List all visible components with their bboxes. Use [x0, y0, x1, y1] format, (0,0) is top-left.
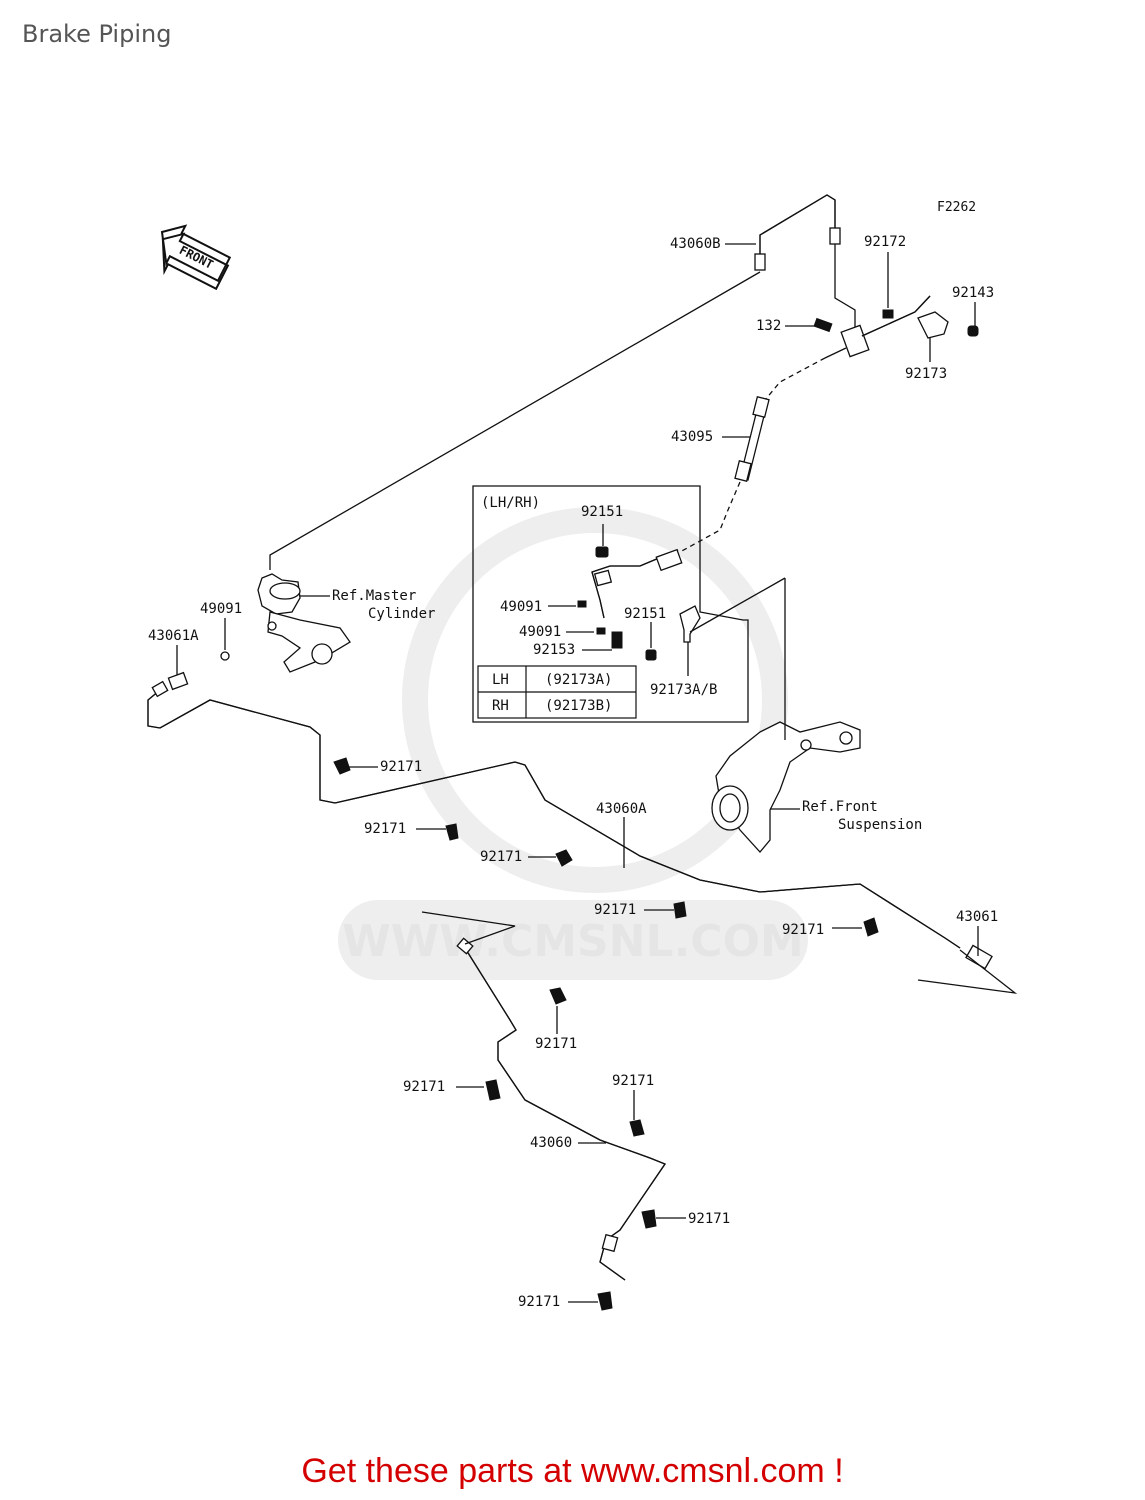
front-suspension-knuckle [711, 721, 861, 853]
label-92171-3: 92171 [480, 849, 522, 865]
label-43060A: 43060A [596, 801, 647, 817]
clip-92171 [445, 823, 459, 841]
label-92171-10: 92171 [518, 1294, 560, 1310]
ref-front-line1: Ref.Front [802, 799, 878, 815]
bolt-92172 [882, 309, 894, 319]
label-92171-2: 92171 [364, 821, 406, 837]
label-92171-5: 92171 [782, 922, 824, 938]
label-49091-main: 49091 [200, 601, 242, 617]
clip-92171 [555, 849, 573, 867]
clip-92171 [333, 757, 351, 775]
t-joint [824, 295, 931, 359]
label-inset-92173AB: 92173A/B [650, 682, 717, 698]
page-title: Brake Piping [22, 20, 172, 48]
clip-92171 [641, 1209, 657, 1229]
inset-lh-rh: (LH/RH) 92151 49091 49091 92153 92173A/B… [472, 485, 749, 723]
brake-piping-diagram: WWW.CMSNL.COM FRONT F2262 43060B 92172 1… [147, 194, 1018, 1311]
master-cylinder [257, 573, 351, 673]
label-92172: 92172 [864, 234, 906, 250]
watermark-text: WWW.CMSNL.COM [342, 916, 804, 967]
clip-92171 [863, 917, 879, 937]
label-inset-92151-a: 92151 [581, 504, 623, 520]
label-inset-92153: 92153 [533, 642, 575, 658]
label-43060: 43060 [530, 1135, 572, 1151]
inset-heading: (LH/RH) [481, 495, 540, 511]
footer-promo: Get these parts at www.cmsnl.com ! [301, 1452, 844, 1490]
label-132: 132 [756, 318, 781, 334]
label-inset-49091-a: 49091 [500, 599, 542, 615]
hose-43095 [734, 396, 770, 482]
label-92171-1: 92171 [380, 759, 422, 775]
label-43061A: 43061A [148, 628, 199, 644]
label-92173: 92173 [905, 366, 947, 382]
clip-92171 [673, 901, 687, 919]
ref-master-line1: Ref.Master [332, 588, 416, 604]
label-92171-8: 92171 [612, 1073, 654, 1089]
label-inset-92151-b: 92151 [624, 606, 666, 622]
ref-front-line2: Suspension [838, 817, 922, 833]
label-92143: 92143 [952, 285, 994, 301]
clip-92171 [597, 1291, 613, 1311]
pipe-43060A [147, 680, 961, 949]
clip-92171 [549, 987, 567, 1005]
inset-table-row-part: (92173A) [545, 672, 612, 688]
figure-code: F2262 [937, 200, 976, 215]
clip-92171 [629, 1119, 645, 1137]
ref-master-line2: Cylinder [368, 606, 435, 622]
label-92171-9: 92171 [688, 1211, 730, 1227]
inset-table-row-side: LH [492, 672, 509, 688]
joint-43061 [965, 944, 993, 970]
label-92171-4: 92171 [594, 902, 636, 918]
inset-table-row-side: RH [492, 698, 509, 714]
label-inset-49091-b: 49091 [519, 624, 561, 640]
clamp-92173 [917, 311, 949, 362]
pipe-43060 [456, 937, 666, 1281]
front-direction-arrow-icon: FRONT [160, 224, 232, 291]
inset-table-row-part: (92173B) [545, 698, 612, 714]
label-92171-6: 92171 [535, 1036, 577, 1052]
clip-92171 [485, 1079, 501, 1101]
label-92171-7: 92171 [403, 1079, 445, 1095]
pipe-43060B [754, 194, 841, 271]
inset-table: LH (92173A) RH (92173B) [477, 665, 637, 719]
label-43060B: 43060B [670, 236, 721, 252]
watermark: WWW.CMSNL.COM [338, 507, 808, 980]
label-43095: 43095 [671, 429, 713, 445]
label-43061: 43061 [956, 909, 998, 925]
